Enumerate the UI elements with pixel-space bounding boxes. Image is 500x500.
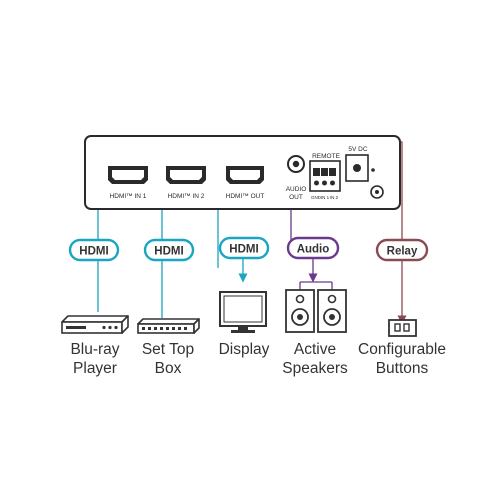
audio-out-jack [287, 155, 305, 173]
bluray-player-icon [61, 315, 129, 334]
hdmi-in2-port [166, 166, 206, 184]
bluray-caption: Blu-ray Player [45, 340, 145, 378]
speakers-caption: Active Speakers [265, 340, 365, 378]
device-rear-panel: HDMI™ IN 1 HDMI™ IN 2 HDMI™ OUT AUDIO OU… [84, 135, 401, 210]
badge-audio: Audio [286, 236, 340, 260]
power-label: 5V DC [348, 146, 367, 153]
badge-relay: Relay [375, 238, 429, 262]
settop-caption: Set Top Box [118, 340, 218, 378]
buttons-caption-line1: Configurable [358, 341, 446, 358]
hdmi-in2-label: HDMI™ IN 2 [168, 193, 205, 200]
bluray-caption-line2: Player [73, 360, 117, 377]
buttons-caption: Configurable Buttons [347, 340, 457, 378]
settop-caption-line2: Box [154, 360, 182, 377]
remote-pin-gnd: GND [311, 195, 322, 200]
display-icon [219, 291, 267, 333]
settop-caption-line1: Set Top [141, 341, 195, 358]
badge-hdmi-3: HDMI [218, 236, 270, 260]
device-button [370, 185, 384, 199]
badge-hdmi-1-text: HDMI [79, 246, 108, 258]
badge-hdmi-1: HDMI [68, 238, 120, 262]
badge-hdmi-2-text: HDMI [154, 246, 183, 258]
remote-pin-in1: IN 1 [321, 195, 330, 200]
power-connector [345, 154, 375, 182]
display-caption: Display [194, 340, 294, 359]
speakers-caption-line2: Speakers [282, 360, 348, 377]
hdmi-in1-port [108, 166, 148, 184]
hdmi-in1-label: HDMI™ IN 1 [110, 193, 147, 200]
buttons-caption-line2: Buttons [375, 360, 429, 377]
speakers-icon [285, 289, 347, 333]
hdmi-out-port [226, 166, 264, 184]
audio-out-label-1: AUDIO [286, 186, 307, 193]
configurable-buttons-icon [388, 319, 417, 337]
speakers-caption-line1: Active [293, 341, 337, 358]
remote-terminal-block [309, 160, 341, 192]
display-caption-line1: Display [218, 341, 270, 358]
set-top-box-icon [137, 318, 200, 334]
badge-hdmi-3-text: HDMI [229, 244, 258, 256]
remote-pin-in2: IN 2 [330, 195, 339, 200]
badge-hdmi-2: HDMI [143, 238, 195, 262]
badge-relay-text: Relay [387, 246, 418, 258]
remote-label: REMOTE [312, 153, 340, 160]
bluray-caption-line1: Blu-ray [70, 341, 120, 358]
hdmi-out-label: HDMI™ OUT [226, 193, 265, 200]
badge-audio-text: Audio [297, 244, 330, 256]
audio-out-label-2: OUT [289, 194, 303, 201]
